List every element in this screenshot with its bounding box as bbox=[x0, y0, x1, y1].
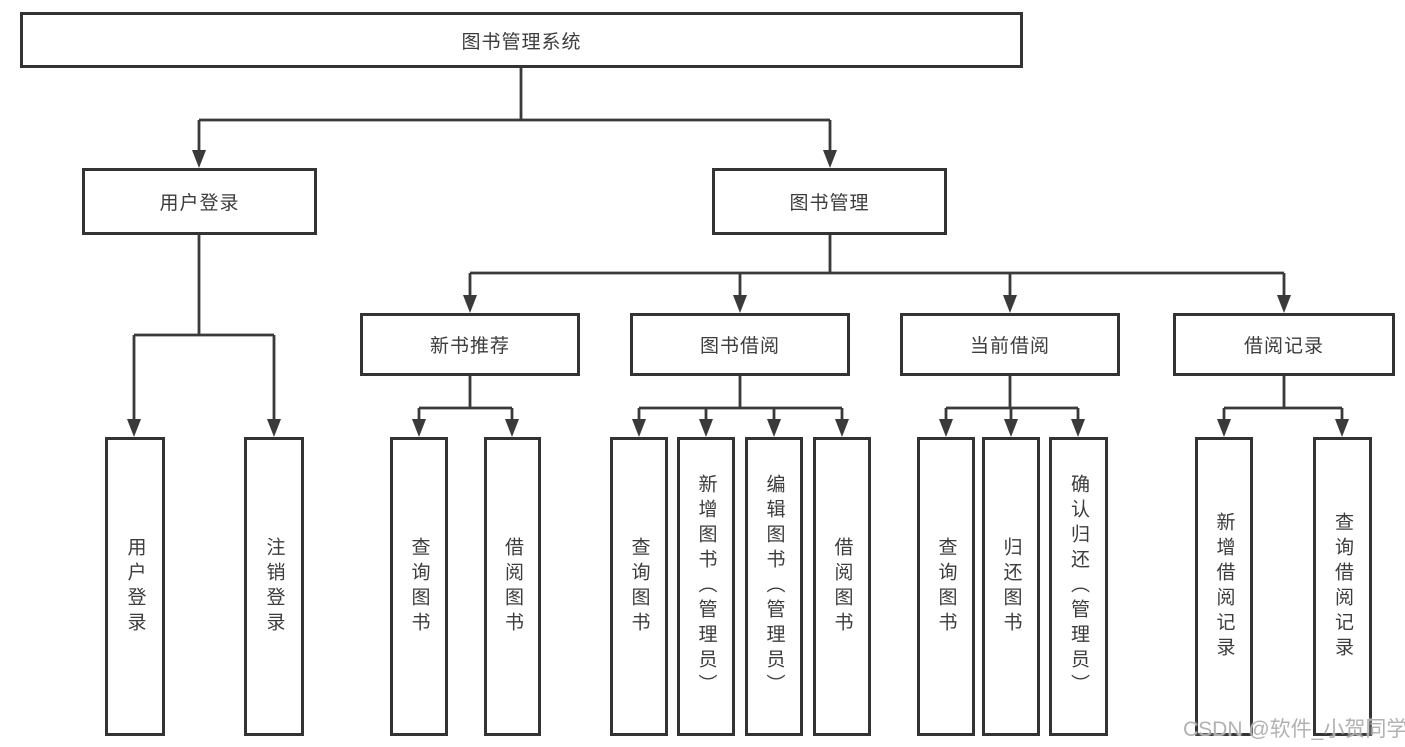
node-book-management-label: 图书管理 bbox=[789, 193, 870, 214]
leaf-user-login-label: 用户登录 bbox=[124, 536, 146, 637]
leaf-edit-books-admin: 编辑图书（管理员） bbox=[745, 437, 803, 736]
node-book-management: 图书管理 bbox=[712, 168, 947, 235]
csdn-watermark: CSDN @软件_小贺同学 bbox=[1183, 718, 1405, 741]
node-borrowing-records: 借阅记录 bbox=[1173, 313, 1395, 376]
leaf-edit-books-admin-label: 编辑图书（管理员） bbox=[763, 474, 785, 699]
leaf-add-borrow-record: 新增借阅记录 bbox=[1195, 437, 1253, 736]
leaf-add-books-admin: 新增图书（管理员） bbox=[677, 437, 735, 736]
leaf-borrow-books-recommend: 借阅图书 bbox=[484, 437, 541, 736]
leaf-logout: 注销登录 bbox=[244, 437, 304, 736]
leaf-logout-label: 注销登录 bbox=[263, 536, 285, 637]
node-library-management-system-label: 图书管理系统 bbox=[461, 31, 582, 53]
leaf-query-books-borrowing-label: 查询图书 bbox=[628, 536, 650, 637]
leaf-confirm-return-admin-label: 确认归还（管理员） bbox=[1068, 474, 1089, 699]
node-current-borrowing: 当前借阅 bbox=[900, 313, 1120, 376]
node-current-borrowing-label: 当前借阅 bbox=[969, 336, 1050, 357]
leaf-query-books-recommend: 查询图书 bbox=[390, 437, 448, 736]
node-new-book-recommendation: 新书推荐 bbox=[360, 313, 580, 376]
leaf-query-books-current: 查询图书 bbox=[917, 437, 975, 736]
leaf-return-books-label: 归还图书 bbox=[1000, 536, 1022, 637]
leaf-user-login: 用户登录 bbox=[105, 437, 165, 736]
leaf-add-borrow-record-label: 新增借阅记录 bbox=[1213, 511, 1235, 662]
node-user-login-label: 用户登录 bbox=[159, 193, 240, 214]
node-user-login: 用户登录 bbox=[82, 168, 317, 235]
leaf-query-books-current-label: 查询图书 bbox=[935, 536, 957, 637]
node-book-borrowing: 图书借阅 bbox=[630, 313, 850, 376]
node-borrowing-records-label: 借阅记录 bbox=[1243, 336, 1324, 357]
leaf-query-borrow-record-label: 查询借阅记录 bbox=[1332, 511, 1353, 662]
leaf-add-books-admin-label: 新增图书（管理员） bbox=[695, 474, 717, 699]
leaf-confirm-return-admin: 确认归还（管理员） bbox=[1049, 437, 1108, 736]
node-library-management-system: 图书管理系统 bbox=[20, 12, 1023, 68]
leaf-query-books-recommend-label: 查询图书 bbox=[408, 536, 430, 637]
node-new-book-recommendation-label: 新书推荐 bbox=[429, 336, 510, 357]
leaf-return-books: 归还图书 bbox=[982, 437, 1040, 736]
leaf-query-borrow-record: 查询借阅记录 bbox=[1313, 437, 1372, 736]
leaf-borrow-books-recommend-label: 借阅图书 bbox=[502, 536, 523, 637]
node-book-borrowing-label: 图书借阅 bbox=[699, 336, 780, 357]
leaf-borrow-books-label: 借阅图书 bbox=[831, 536, 853, 637]
leaf-borrow-books: 借阅图书 bbox=[813, 437, 871, 736]
leaf-query-books-borrowing: 查询图书 bbox=[610, 437, 668, 736]
